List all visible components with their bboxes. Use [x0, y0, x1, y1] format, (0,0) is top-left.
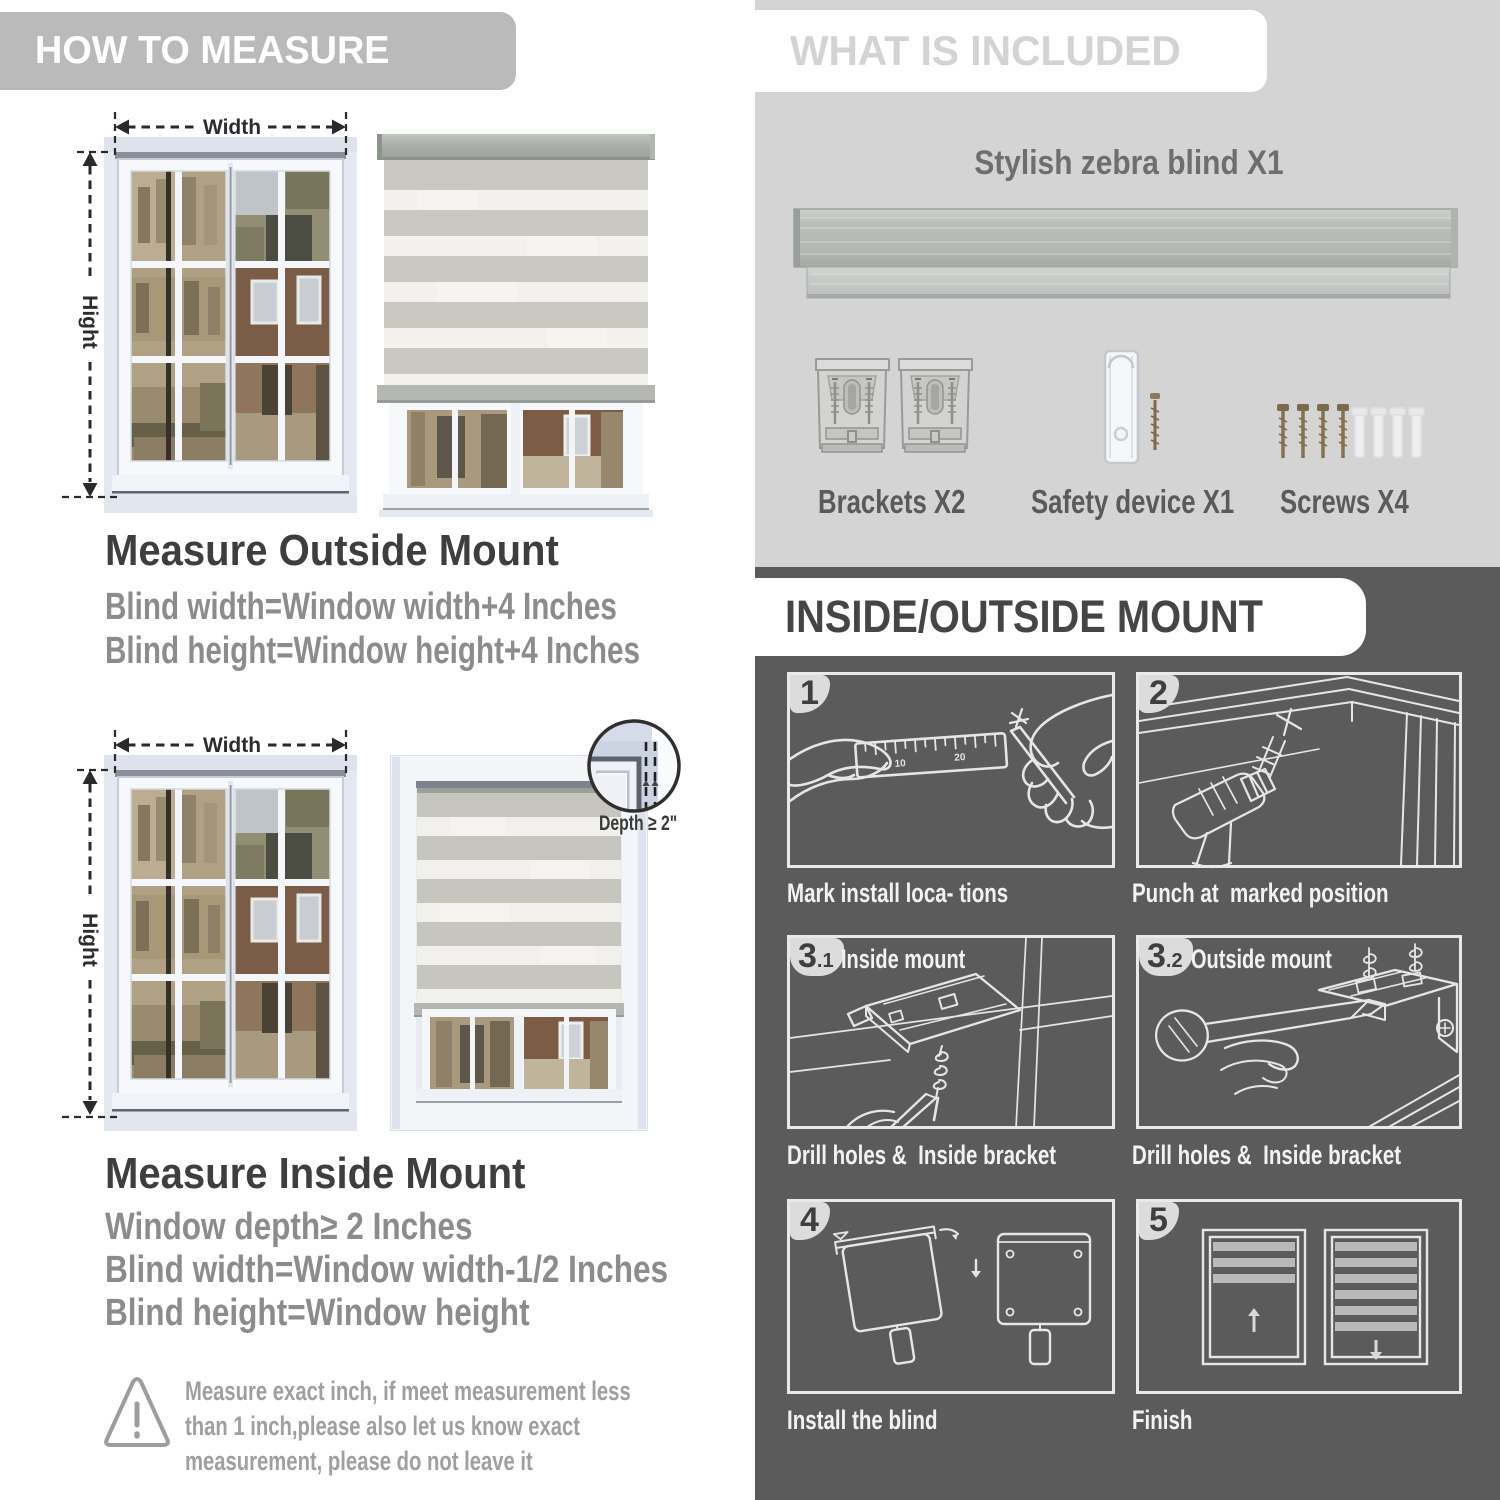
svg-text:Hight: Hight: [78, 295, 101, 349]
svg-text:Hight: Hight: [78, 913, 101, 967]
svg-text:10: 10: [894, 758, 906, 770]
svg-text:20: 20: [954, 752, 966, 764]
svg-text:Width: Width: [203, 116, 261, 139]
svg-text:Width: Width: [203, 734, 261, 757]
